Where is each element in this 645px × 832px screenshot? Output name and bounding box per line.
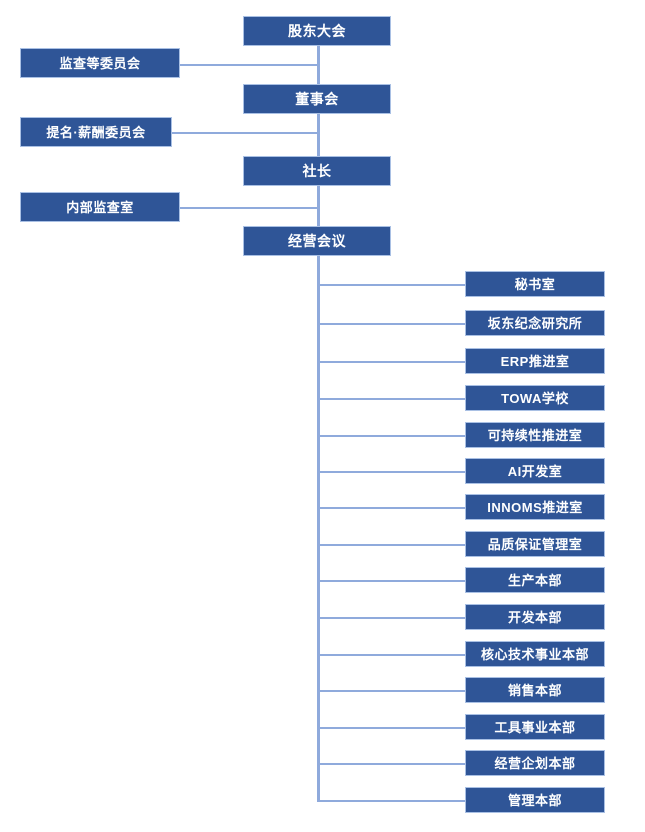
dept-connector-4 [317, 435, 465, 437]
dept-node-13-经营企划本部[interactable]: 经营企划本部 [465, 750, 605, 776]
dept-connector-12 [317, 727, 465, 729]
dept-connector-13 [317, 763, 465, 765]
dept-node-3-TOWA学校[interactable]: TOWA学校 [465, 385, 605, 411]
dept-connector-14 [317, 800, 465, 802]
dept-node-8-生产本部[interactable]: 生产本部 [465, 567, 605, 593]
dept-node-10-核心技术事业本部[interactable]: 核心技术事业本部 [465, 641, 605, 667]
dept-node-0-秘书室[interactable]: 秘书室 [465, 271, 605, 297]
dept-node-4-可持续性推进室[interactable]: 可持续性推进室 [465, 422, 605, 448]
dept-connector-3 [317, 398, 465, 400]
dept-node-9-开发本部[interactable]: 开发本部 [465, 604, 605, 630]
side-node-1-提名·薪酬委员会[interactable]: 提名·薪酬委员会 [20, 117, 172, 147]
side-connector-2 [180, 207, 320, 209]
side-connector-1 [172, 132, 320, 134]
dept-node-7-品质保证管理室[interactable]: 品质保证管理室 [465, 531, 605, 557]
dept-connector-2 [317, 361, 465, 363]
dept-connector-1 [317, 323, 465, 325]
side-connector-0 [180, 64, 320, 66]
dept-connector-10 [317, 654, 465, 656]
dept-node-14-管理本部[interactable]: 管理本部 [465, 787, 605, 813]
main-vertical-connector [317, 40, 320, 800]
node-1-董事会[interactable]: 董事会 [243, 84, 391, 114]
node-2-社长[interactable]: 社长 [243, 156, 391, 186]
dept-connector-0 [317, 284, 465, 286]
dept-connector-6 [317, 507, 465, 509]
dept-connector-9 [317, 617, 465, 619]
dept-connector-5 [317, 471, 465, 473]
dept-node-5-AI开发室[interactable]: AI开发室 [465, 458, 605, 484]
dept-node-1-坂东纪念研究所[interactable]: 坂东纪念研究所 [465, 310, 605, 336]
dept-connector-11 [317, 690, 465, 692]
dept-node-6-INNOMS推进室[interactable]: INNOMS推进室 [465, 494, 605, 520]
node-0-股东大会[interactable]: 股东大会 [243, 16, 391, 46]
dept-node-11-销售本部[interactable]: 销售本部 [465, 677, 605, 703]
dept-node-12-工具事业本部[interactable]: 工具事业本部 [465, 714, 605, 740]
side-node-2-内部监查室[interactable]: 内部监查室 [20, 192, 180, 222]
dept-node-2-ERP推进室[interactable]: ERP推进室 [465, 348, 605, 374]
dept-connector-8 [317, 580, 465, 582]
side-node-0-监查等委员会[interactable]: 监查等委员会 [20, 48, 180, 78]
dept-connector-7 [317, 544, 465, 546]
node-3-经营会议[interactable]: 经营会议 [243, 226, 391, 256]
